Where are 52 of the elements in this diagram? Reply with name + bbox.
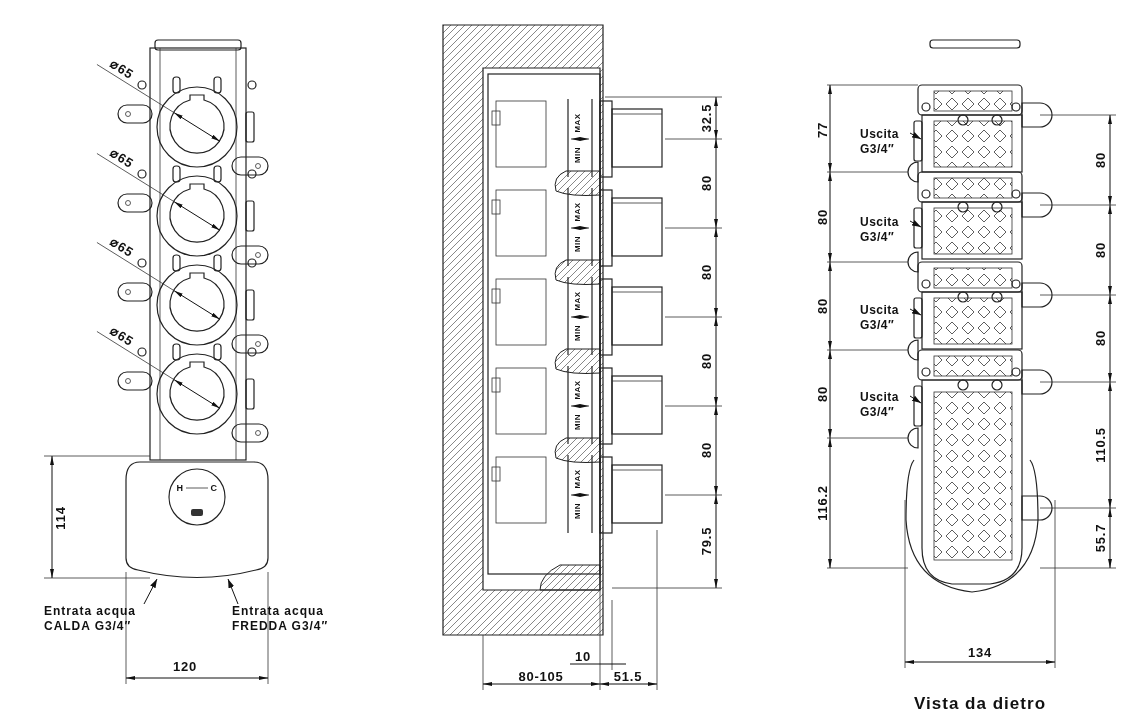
dimension-value: 80 [699, 264, 713, 280]
dimension-value: 116.2 [815, 485, 829, 521]
scale-marking: MAX [574, 202, 582, 222]
dimension-value: 80 [699, 442, 713, 458]
dimension-value: 55.7 [1093, 523, 1107, 553]
dimension-value: 10 [575, 649, 591, 663]
dimension-value: 51.5 [613, 669, 643, 683]
diameter-value: ⌀65 [108, 234, 137, 259]
dimension-value: 80 [815, 209, 829, 225]
scale-marking: MIN [574, 502, 582, 520]
dimension-value: 134 [968, 645, 992, 659]
dimension-value: 32.5 [699, 103, 713, 133]
leader-line [143, 578, 158, 605]
diameter-value: ⌀65 [108, 56, 137, 81]
valve-back-drawing [905, 39, 1053, 593]
scale-marking: MAX [574, 291, 582, 311]
callout-label: Entrata acqua FREDDA G3/4″ [232, 604, 360, 634]
scale-marking: MAX [574, 380, 582, 400]
scale-marking: MIN [574, 235, 582, 253]
knob-marking: H [176, 483, 184, 493]
dimension-value: 77 [815, 122, 829, 138]
dimension-value: 80-105 [518, 669, 564, 683]
dimension-value: 120 [173, 659, 197, 673]
leader-line [909, 395, 922, 404]
knob-marking: C [210, 483, 218, 493]
scale-marking: MIN [574, 324, 582, 342]
callout-label: Uscita G3/4″ [860, 390, 910, 420]
diameter-value: ⌀65 [108, 323, 137, 348]
dimension-value: 80 [699, 353, 713, 369]
callout-label: Uscita G3/4″ [860, 127, 910, 157]
leader-line [909, 220, 922, 228]
leader-line [909, 308, 922, 316]
leader-line [227, 578, 239, 605]
dimension-value: 80 [1093, 152, 1107, 168]
dimension-value: 80 [815, 298, 829, 314]
scale-marking: MAX [574, 469, 582, 489]
callout-label: Uscita G3/4″ [860, 303, 910, 333]
leader-line [909, 132, 922, 140]
scale-marking: MIN [574, 413, 582, 431]
view-caption: Vista da dietro [913, 694, 1047, 712]
scale-marking: MIN [574, 146, 582, 164]
dimension-value: 79.5 [699, 526, 713, 556]
scale-marking: MAX [574, 113, 582, 133]
dimension-value: 114 [53, 506, 67, 530]
callout-label: Entrata acqua CALDA G3/4″ [44, 604, 148, 634]
dimension-value: 80 [699, 175, 713, 191]
dimension-value: 80 [815, 386, 829, 402]
dimension-value: 80 [1093, 242, 1107, 258]
diameter-value: ⌀65 [108, 145, 137, 170]
dimension-value: 80 [1093, 330, 1107, 346]
dimension-value: 110.5 [1093, 427, 1107, 463]
callout-label: Uscita G3/4″ [860, 215, 910, 245]
